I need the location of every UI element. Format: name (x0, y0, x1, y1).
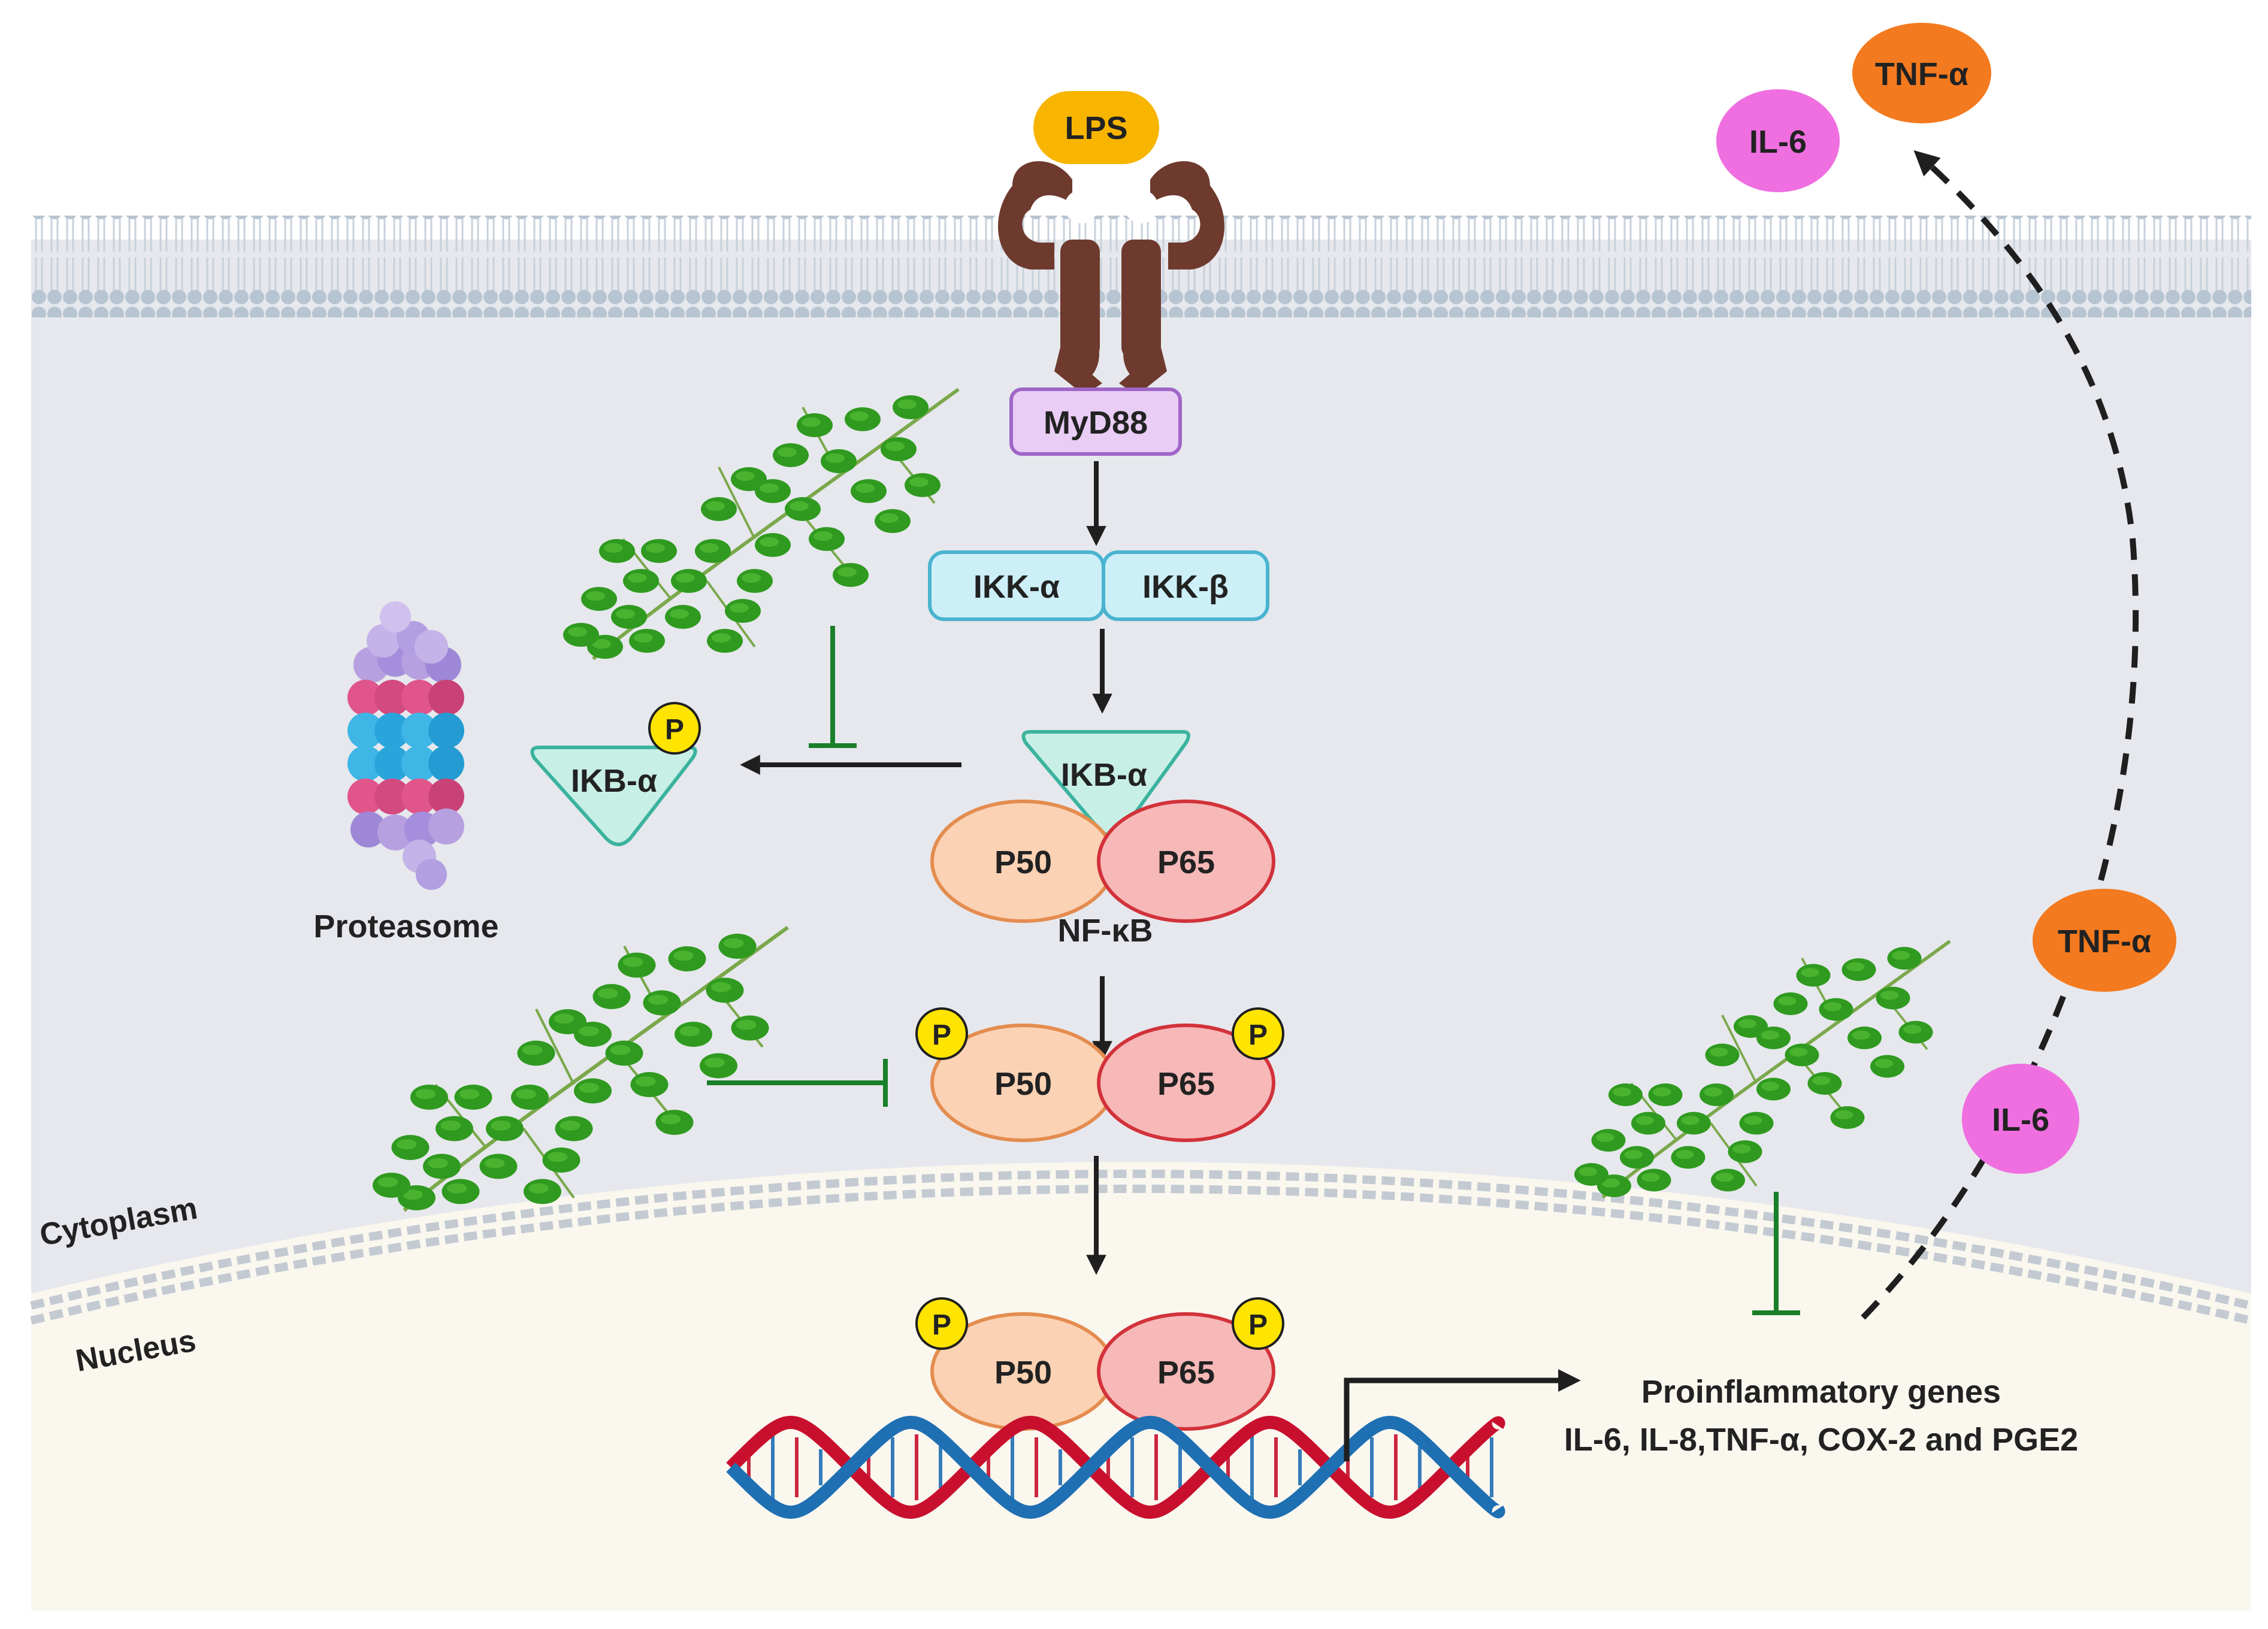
il6-secreted: IL-6 (1716, 89, 1840, 192)
myd88-node: MyD88 (1009, 387, 1182, 456)
il6-intracellular: IL-6 (1962, 1064, 2079, 1174)
genes-list: IL-6, IL-8,TNF-α, COX-2 and PGE2 (1564, 1422, 2078, 1458)
tnf-alpha-intracellular-label: TNF-α (2058, 923, 2151, 959)
nuclear-envelope-outer (30, 1170, 2252, 1310)
ikk-beta-box (1102, 550, 1269, 621)
proteasome-ring-blue-2 (347, 746, 464, 782)
p50-phospho-cyto-label: P50 (994, 1066, 1052, 1102)
tnf-alpha-secreted-label: TNF-α (1875, 56, 1968, 92)
phospho-p65-cyto-label: P (1248, 1019, 1268, 1051)
p65-phospho-cyto-shape (1097, 1024, 1275, 1142)
lps-node: LPS (1033, 91, 1159, 164)
il6-secreted-label: IL-6 (1749, 124, 1807, 160)
nfkb-label: NF-κB (1057, 913, 1153, 949)
dna-helix-icon (726, 1416, 1505, 1519)
proteasome-ring-purple-bottom (350, 809, 464, 890)
ikk-beta-label: IKK-β (1142, 569, 1229, 605)
nfkb-ikba-complex: IKB-α P50 P65 NF-κB (930, 730, 1275, 949)
phospho-p50-nuc (915, 1297, 968, 1350)
ikk-alpha-label: IKK-α (973, 569, 1060, 605)
ikb-alpha-bound-label: IKB-α (1061, 757, 1147, 793)
ikk-complex: IKK-α IKK-β (928, 550, 1269, 621)
proteasome-ring-purple-top (353, 601, 461, 683)
inhibition-leaf2 (707, 1059, 888, 1107)
lps-shape (1033, 91, 1159, 164)
phospho-p50-cyto (915, 1007, 968, 1060)
p50-label: P50 (994, 844, 1052, 880)
p50-phospho-nuc-label: P50 (994, 1355, 1052, 1391)
ikb-alpha-free-label: IKB-α (571, 763, 657, 799)
proteasome-icon (347, 601, 464, 890)
proteasome-ring-pink-2 (347, 779, 464, 814)
proteasome-label: Proteasome (313, 909, 498, 944)
inhibition-leaf3 (1752, 1192, 1800, 1315)
phospho-ikba (648, 702, 701, 755)
proteasome-ring-blue-1 (347, 713, 464, 749)
phospho-p65-nuc (1232, 1297, 1284, 1350)
p65-phospho-nuc-shape (1097, 1312, 1275, 1431)
nuclear-envelope-inner (30, 1185, 2252, 1325)
p65-shape (1097, 800, 1275, 923)
p65-phospho-nuc-label: P65 (1157, 1355, 1215, 1391)
phospho-ikba-label: P (665, 714, 684, 746)
phospho-nfkb-nucleus: P50 P65 P P (915, 1297, 1284, 1431)
p65-label: P65 (1157, 844, 1215, 880)
tnf-alpha-intracellular: TNF-α (2033, 889, 2176, 992)
lps-label: LPS (1065, 110, 1127, 146)
phospho-p65-cyto (1232, 1007, 1284, 1060)
tnf-alpha-secreted: TNF-α (1852, 23, 1991, 123)
myd88-label: MyD88 (1044, 405, 1148, 441)
proteasome-ring-pink (347, 680, 464, 716)
p65-phospho-cyto-label: P65 (1157, 1066, 1215, 1102)
phospho-p50-cyto-label: P (932, 1019, 951, 1051)
arrow-transcription (1344, 1369, 1581, 1461)
receptor-icon (998, 161, 1224, 395)
phospho-p50-nuc-label: P (932, 1309, 951, 1341)
genes-title: Proinflammatory genes (1641, 1374, 2001, 1410)
inhibition-leaf1 (809, 626, 857, 748)
phospho-p65-nuc-label: P (1248, 1309, 1268, 1341)
il6-intracellular-label: IL-6 (1992, 1102, 2049, 1138)
ikb-alpha-phospho: IKB-α P (530, 702, 701, 846)
phospho-nfkb-cytoplasm: P50 P65 P P (915, 1007, 1284, 1142)
ikb-alpha-free-shape (530, 746, 697, 846)
